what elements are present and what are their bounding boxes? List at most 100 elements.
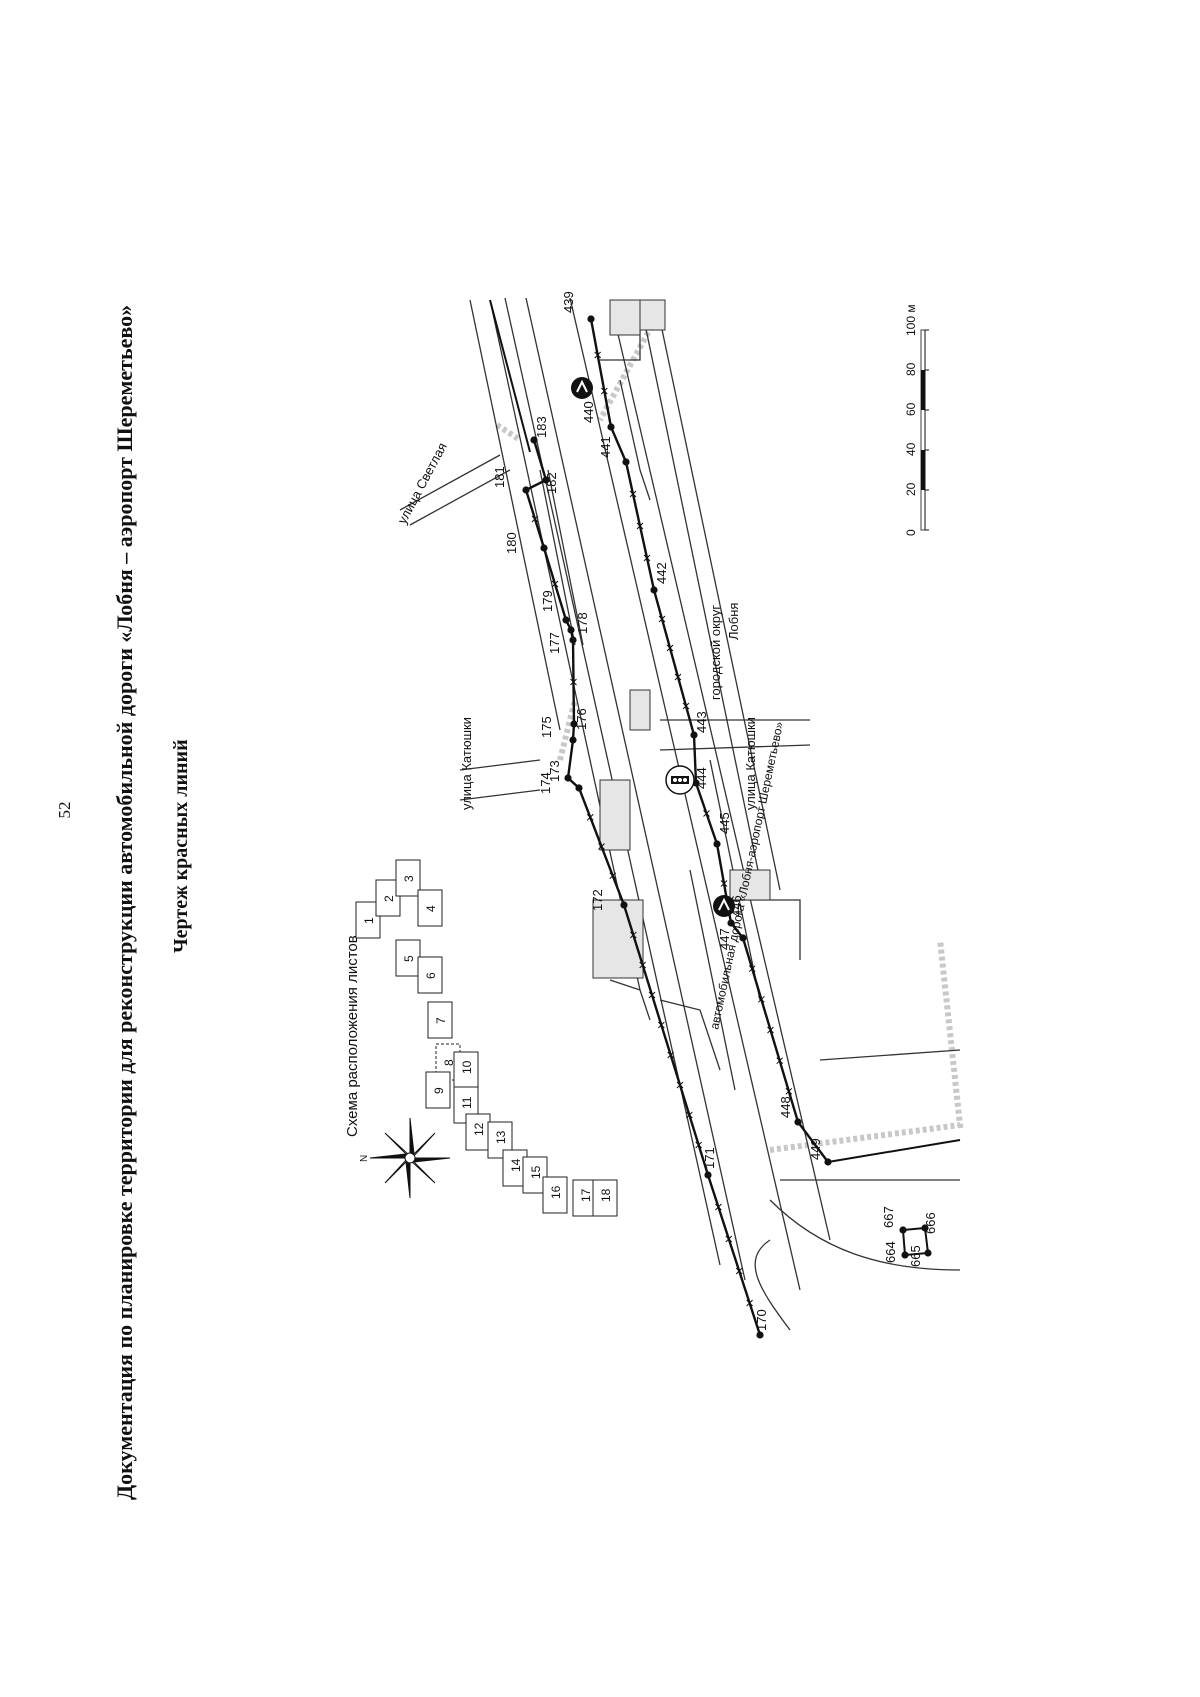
north-line-point-label: 175 (539, 716, 554, 738)
scale-tick-label: 40 (904, 442, 918, 456)
north-line-tick (695, 1141, 703, 1149)
north-line-tick (648, 991, 656, 999)
sheet-number: 9 (432, 1087, 446, 1094)
sheet-number: 6 (424, 972, 438, 979)
plot-point-label: 664 (883, 1241, 898, 1263)
south-line-tick (666, 644, 674, 652)
sheet-number: 17 (579, 1188, 593, 1202)
sheet-number: 4 (424, 905, 438, 912)
sheet-number: 8 (442, 1059, 456, 1066)
traffic-light-icon (665, 765, 695, 795)
south-line-tail (827, 1139, 961, 1163)
south-line-vertex (690, 731, 698, 739)
south-line-point-label: 445 (717, 812, 732, 834)
south-line-tick (594, 351, 602, 359)
north-line-tick (676, 1081, 684, 1089)
north-line-vertex (542, 476, 550, 484)
north-line-vertex (567, 626, 575, 634)
buildings (592, 299, 771, 979)
bus-stop-icon (571, 377, 593, 399)
sheet-box: 4 (417, 889, 443, 927)
sheet-number: 11 (460, 1096, 474, 1109)
south-line-point-label: 442 (654, 562, 669, 584)
south-line-point-label: 447 (717, 928, 732, 950)
district-label-line2: Лобня (726, 603, 741, 640)
south-line-tick (703, 810, 710, 817)
north-line-point-label: 170 (754, 1309, 769, 1331)
south-line-path (589, 318, 829, 1163)
north-line-vertex (704, 1171, 712, 1179)
compass-rose-icon: N (359, 1117, 451, 1199)
sheet-box: 10 (453, 1051, 479, 1089)
scale-tick-label: 0 (904, 529, 918, 536)
red-line-north (489, 299, 764, 1339)
north-line-tail (489, 299, 531, 453)
south-line-tick (748, 965, 756, 973)
bus-stop-icon (713, 895, 735, 917)
sheet-number: 16 (549, 1185, 563, 1199)
north-line-tick (570, 678, 577, 686)
sheet-number: 10 (460, 1060, 474, 1074)
sheet-box: 6 (417, 956, 443, 994)
north-line-vertex (562, 616, 570, 624)
south-line-tick (767, 1026, 774, 1034)
north-line-vertex (620, 901, 628, 909)
south-line-tick (785, 1087, 793, 1095)
sheet-number: 1 (362, 917, 376, 924)
scale-tick-label: 20 (904, 482, 918, 496)
south-line-point-label: 444 (694, 767, 709, 789)
sheet-number: 14 (509, 1158, 523, 1172)
south-line-point-label: 439 (561, 291, 576, 313)
north-line-vertex (522, 486, 530, 494)
south-line-point-label: 449 (808, 1138, 823, 1160)
north-line-tick (685, 1111, 693, 1119)
sheet-box: 9 (425, 1071, 451, 1109)
north-line-tick (735, 1267, 743, 1275)
sheet-number: 13 (494, 1130, 508, 1144)
north-line-point-label: 178 (575, 612, 590, 634)
north-line-point-label: 176 (574, 708, 589, 730)
north-line-tick (639, 961, 647, 969)
north-line-point-label: 172 (590, 889, 605, 911)
south-line-vertex (713, 840, 721, 848)
north-line-vertex (575, 784, 583, 792)
north-line-tick (657, 1021, 665, 1029)
south-line-tick (720, 880, 728, 887)
north-line-tick (609, 872, 617, 880)
south-line-point-label: 443 (694, 711, 709, 733)
north-line-vertex (569, 636, 577, 644)
north-line-vertex (569, 736, 577, 744)
south-line-tick (636, 522, 644, 530)
south-line-vertex (622, 458, 630, 466)
plot-vertex (921, 1224, 929, 1232)
sheet-box: 18 (592, 1179, 618, 1217)
district-label-line1: городской округ (708, 605, 723, 700)
south-line-point-label: 440 (581, 401, 596, 423)
north-line-tick (598, 843, 605, 850)
sheet-box: 12 (465, 1113, 491, 1151)
south-line-vertex (727, 919, 735, 927)
road-edges (399, 297, 961, 1331)
plot-point-label: 665 (908, 1245, 923, 1267)
north-line-vertex (564, 774, 572, 782)
sheet-box: 3 (395, 859, 421, 897)
north-line-tick (725, 1235, 733, 1243)
sheet-number: 18 (599, 1188, 613, 1202)
north-line-tick (586, 813, 594, 821)
north-line-point-label: 183 (534, 416, 549, 438)
south-line-vertex (607, 423, 615, 431)
plot-vertex (901, 1251, 909, 1259)
scale-tick-label: 100 м (904, 304, 918, 336)
south-line-point-label: 441 (598, 436, 613, 458)
south-line-vertex (650, 586, 658, 594)
sheet-number: 5 (402, 955, 416, 962)
sheet-number: 7 (434, 1017, 448, 1024)
sheet-number: 12 (472, 1122, 486, 1136)
south-line-tick (776, 1057, 784, 1065)
north-line-tick (746, 1299, 753, 1307)
south-line-tick (600, 387, 608, 395)
